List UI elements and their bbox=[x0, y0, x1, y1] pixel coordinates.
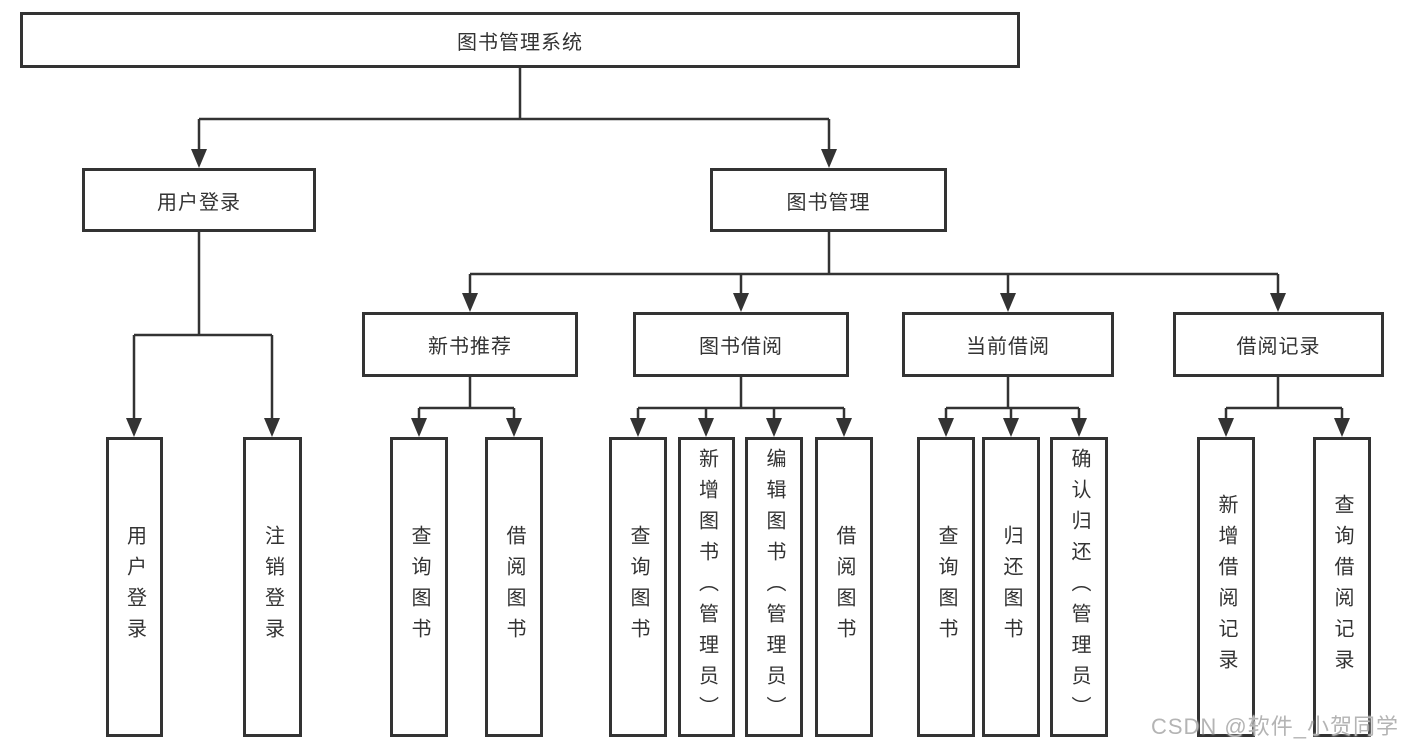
leaf-user-login: 用户登录 bbox=[106, 437, 163, 737]
node-current-borrow: 当前借阅 bbox=[902, 312, 1114, 377]
leaf-logout: 注销登录 bbox=[243, 437, 302, 737]
node-label: 归还图书 bbox=[1000, 525, 1022, 649]
node-user-login: 用户登录 bbox=[82, 168, 316, 232]
leaf-query-books-recommend: 查询图书 bbox=[390, 437, 448, 737]
node-label: 用户登录 bbox=[157, 191, 241, 214]
node-book-management: 图书管理 bbox=[710, 168, 947, 232]
node-label: 确认归还（管理员） bbox=[1068, 447, 1090, 727]
leaf-query-borrow-record: 查询借阅记录 bbox=[1313, 437, 1371, 737]
node-label: 查询借阅记录 bbox=[1331, 494, 1353, 680]
leaf-add-borrow-record: 新增借阅记录 bbox=[1197, 437, 1255, 737]
node-label: 新书推荐 bbox=[428, 336, 512, 358]
node-label: 图书管理 bbox=[786, 191, 871, 214]
leaf-borrow-books-recommend: 借阅图书 bbox=[485, 437, 543, 737]
node-label: 当前借阅 bbox=[966, 336, 1050, 358]
node-label: 图书借阅 bbox=[699, 336, 783, 358]
node-label: 借阅图书 bbox=[833, 525, 855, 649]
node-label: 查询图书 bbox=[935, 525, 957, 649]
node-label: 编辑图书（管理员） bbox=[763, 447, 785, 727]
node-label: 新增图书（管理员） bbox=[695, 447, 718, 727]
node-label: 查询图书 bbox=[627, 525, 649, 649]
node-label: 用户登录 bbox=[123, 525, 146, 649]
node-label: 查询图书 bbox=[408, 525, 430, 649]
node-library-management-system: 图书管理系统 bbox=[20, 12, 1020, 68]
leaf-query-books-borrow: 查询图书 bbox=[609, 437, 667, 737]
node-label: 借阅图书 bbox=[503, 525, 525, 649]
node-new-book-recommend: 新书推荐 bbox=[362, 312, 578, 377]
leaf-add-book-admin: 新增图书（管理员） bbox=[678, 437, 735, 737]
leaf-borrow-books-borrow: 借阅图书 bbox=[815, 437, 873, 737]
leaf-return-books: 归还图书 bbox=[982, 437, 1040, 737]
node-label: 注销登录 bbox=[261, 525, 284, 649]
leaf-confirm-return-admin: 确认归还（管理员） bbox=[1050, 437, 1108, 737]
node-label: 新增借阅记录 bbox=[1215, 494, 1237, 680]
node-book-borrow: 图书借阅 bbox=[633, 312, 849, 377]
node-borrow-records: 借阅记录 bbox=[1173, 312, 1384, 377]
node-label: 借阅记录 bbox=[1236, 336, 1321, 358]
csdn-watermark: CSDN @软件_小贺同学 bbox=[1150, 714, 1399, 739]
node-label: 图书管理系统 bbox=[457, 31, 583, 54]
leaf-query-books-current: 查询图书 bbox=[917, 437, 975, 737]
leaf-edit-book-admin: 编辑图书（管理员） bbox=[745, 437, 803, 737]
